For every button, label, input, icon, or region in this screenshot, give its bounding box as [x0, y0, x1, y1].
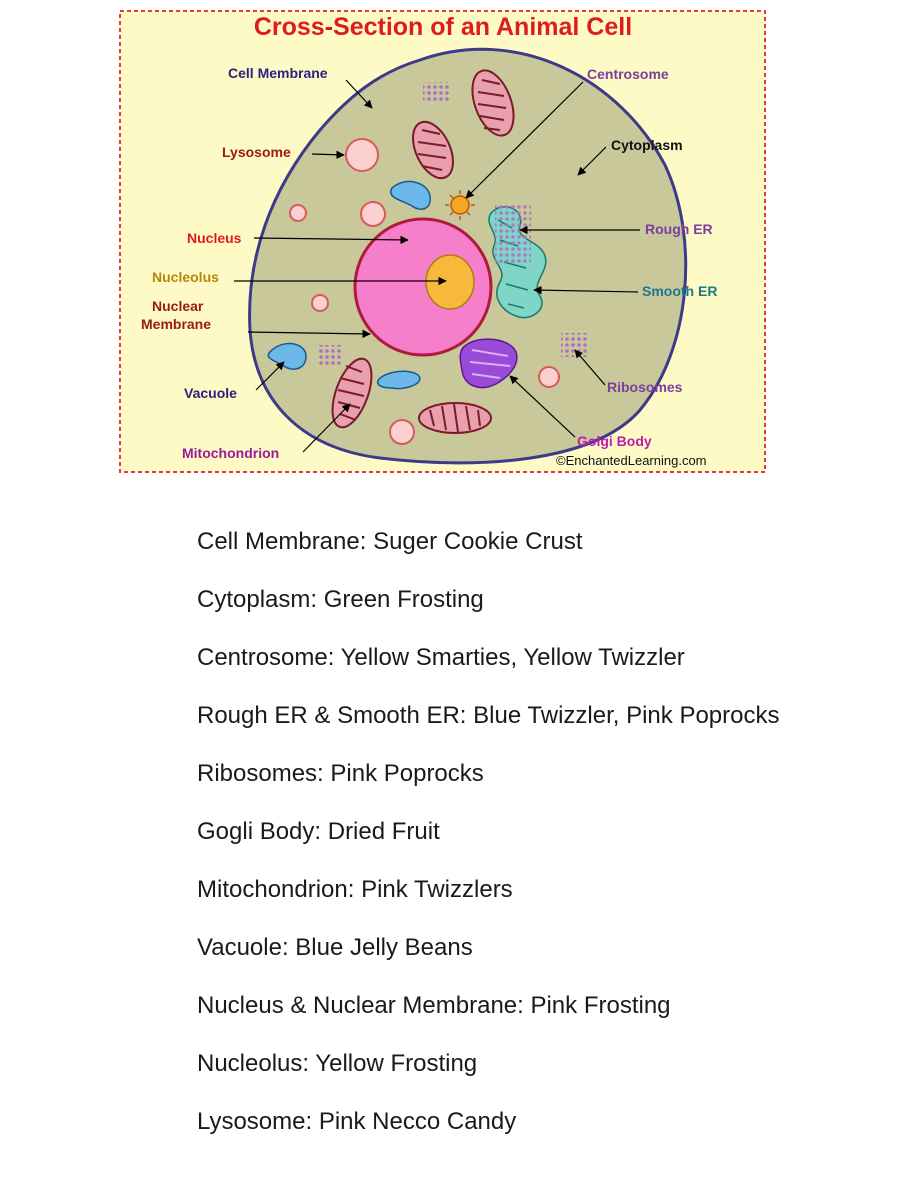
candy-legend-list: Cell Membrane: Suger Cookie Crust Cytopl… [197, 522, 779, 1160]
legend-item-mitochondrion: Mitochondrion: Pink Twizzlers [197, 876, 513, 903]
legend-item-er: Rough ER & Smooth ER: Blue Twizzler, Pin… [197, 702, 780, 729]
diagram-title: Cross-Section of an Animal Cell [254, 13, 632, 41]
label-cytoplasm: Cytoplasm [611, 137, 683, 153]
legend-item-lysosome: Lysosome: Pink Necco Candy [197, 1108, 517, 1135]
mitochondrion-shape [418, 402, 492, 434]
label-nuclear-membrane-line2: Membrane [141, 316, 211, 332]
legend-item-vacuole: Vacuole: Blue Jelly Beans [197, 934, 473, 961]
label-nucleolus: Nucleolus [152, 269, 219, 285]
label-smooth-er: Smooth ER [642, 283, 717, 299]
legend-item-centrosome: Centrosome: Yellow Smarties, Yellow Twiz… [197, 644, 685, 671]
label-centrosome: Centrosome [587, 66, 669, 82]
legend-item-nucleolus: Nucleolus: Yellow Frosting [197, 1050, 478, 1077]
animal-cell-diagram: Cross-Section of an Animal Cell [119, 10, 766, 473]
label-nucleus: Nucleus [187, 230, 242, 246]
legend-item-cell-membrane: Cell Membrane: Suger Cookie Crust [197, 528, 583, 555]
golgi-body-shape [459, 338, 518, 389]
credit-text: ©EnchantedLearning.com [556, 453, 707, 468]
label-lysosome: Lysosome [222, 144, 291, 160]
label-ribosomes: Ribosomes [607, 379, 683, 395]
legend-item-nucleus: Nucleus & Nuclear Membrane: Pink Frostin… [197, 992, 671, 1019]
vacuole-shape [267, 180, 431, 390]
label-cell-membrane: Cell Membrane [228, 65, 328, 81]
legend-item-ribosomes: Ribosomes: Pink Poprocks [197, 760, 484, 787]
label-rough-er: Rough ER [645, 221, 713, 237]
mitochondrion-shape [471, 69, 515, 137]
label-golgi-body: Golgi Body [577, 433, 652, 449]
label-mitochondrion: Mitochondrion [182, 445, 279, 461]
label-arrows [234, 79, 640, 453]
legend-item-cytoplasm: Cytoplasm: Green Frosting [197, 586, 484, 613]
lysosome-shape [289, 138, 560, 445]
mitochondrion-shape [412, 120, 454, 180]
nucleolus-shape [425, 254, 475, 310]
legend-item-golgi: Gogli Body: Dried Fruit [197, 818, 440, 845]
nucleus-shape [353, 217, 493, 357]
label-nuclear-membrane-line1: Nuclear [152, 298, 204, 314]
label-vacuole: Vacuole [184, 385, 237, 401]
